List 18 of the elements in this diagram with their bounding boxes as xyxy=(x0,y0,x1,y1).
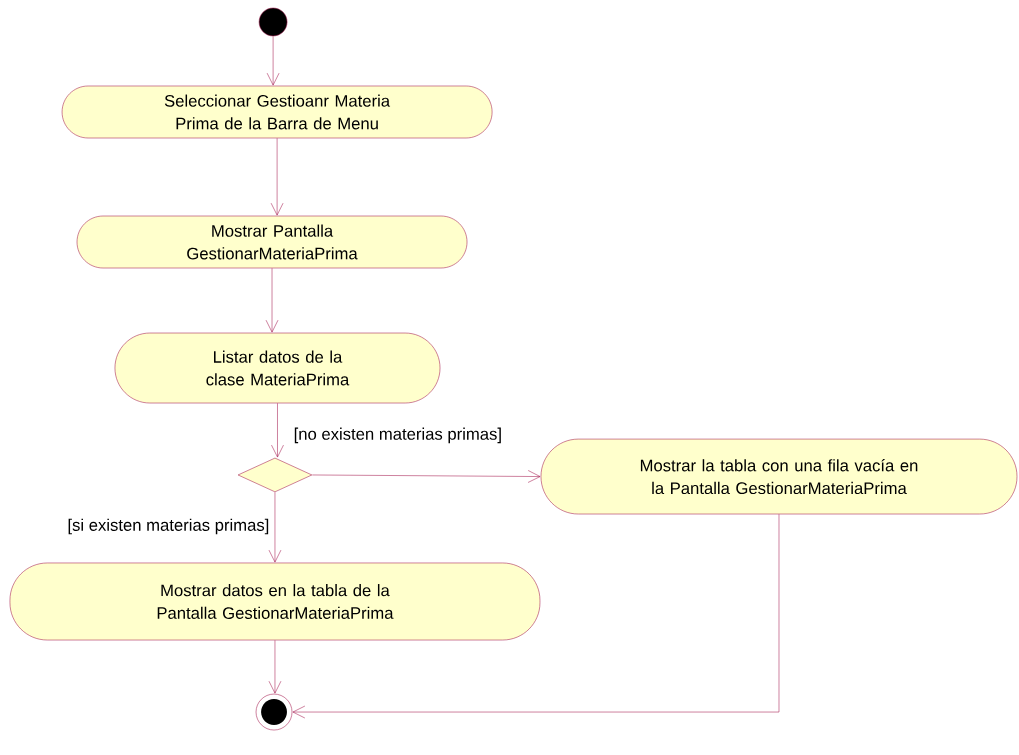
arrow xyxy=(270,138,284,216)
arrow xyxy=(292,514,780,719)
action-box: Seleccionar Gestioanr Materia Prima de la Barra de Menu xyxy=(61,85,493,139)
arrow xyxy=(271,403,284,458)
arrow xyxy=(268,491,282,563)
action-box: Listar datos de la clase MateriaPrima xyxy=(114,332,441,404)
action-box: Mostrar la tabla con una fila vacía en la Pantalla GestionarMateriaPrima xyxy=(540,438,1018,515)
action-box: Mostrar datos en la tabla de la Pantalla GestionarMateriaPrima xyxy=(9,562,541,641)
arrow xyxy=(311,470,541,483)
edge-label: [no existen materias primas] xyxy=(292,426,504,445)
initial-state-dot xyxy=(258,7,288,37)
edge-label: [si existen materias primas] xyxy=(66,517,271,536)
final-state-symbol xyxy=(255,693,293,731)
decision-diamond xyxy=(237,457,313,493)
arrow xyxy=(265,268,279,333)
arrow xyxy=(268,640,282,694)
arrow xyxy=(266,36,280,86)
action-box: Mostrar Pantalla GestionarMateriaPrima xyxy=(76,215,468,269)
